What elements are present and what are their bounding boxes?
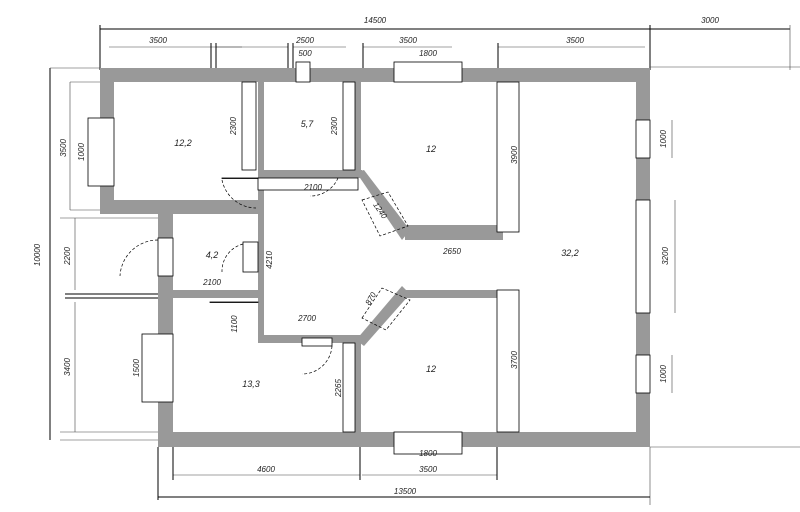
svg-text:3200: 3200 [661, 247, 670, 265]
svg-text:2300: 2300 [330, 117, 339, 136]
svg-text:1100: 1100 [230, 315, 239, 333]
svg-text:2100: 2100 [202, 278, 221, 287]
svg-text:2500: 2500 [295, 36, 314, 45]
room-storage: 4,2 [206, 250, 219, 260]
svg-text:3400: 3400 [63, 358, 72, 376]
svg-text:2265: 2265 [334, 379, 343, 398]
svg-text:4600: 4600 [257, 465, 275, 474]
svg-text:3500: 3500 [59, 139, 68, 157]
svg-text:3900: 3900 [510, 146, 519, 164]
svg-text:3700: 3700 [510, 351, 519, 369]
svg-text:14500: 14500 [364, 16, 387, 25]
room-bottom-right: 12 [426, 364, 436, 374]
svg-text:2300: 2300 [229, 117, 238, 136]
room-bottom-left: 13,3 [242, 379, 260, 389]
room-living: 32,2 [561, 248, 579, 258]
window-right-top [635, 119, 651, 159]
svg-text:1000: 1000 [659, 365, 668, 383]
room-top-small: 5,7 [301, 119, 315, 129]
window-left [87, 117, 115, 187]
svg-text:1800: 1800 [419, 49, 437, 58]
svg-text:4210: 4210 [265, 251, 274, 269]
dimension-labels: 14500 3000 3500 2500 3500 3500 500 1800 … [33, 16, 719, 496]
svg-text:870: 870 [364, 290, 379, 307]
room-top-left: 12,2 [174, 138, 192, 148]
svg-text:500: 500 [298, 49, 312, 58]
svg-text:2200: 2200 [63, 247, 72, 266]
svg-text:1000: 1000 [659, 130, 668, 148]
svg-text:3500: 3500 [566, 36, 584, 45]
svg-text:2650: 2650 [442, 247, 461, 256]
openings [87, 61, 651, 455]
svg-text:3000: 3000 [701, 16, 719, 25]
window-right-bottom [635, 354, 651, 394]
svg-text:1800: 1800 [419, 449, 437, 458]
svg-text:10000: 10000 [33, 243, 42, 266]
svg-text:3500: 3500 [149, 36, 167, 45]
room-top-right: 12 [426, 144, 436, 154]
svg-text:1500: 1500 [132, 359, 141, 377]
svg-text:2100: 2100 [303, 183, 322, 192]
svg-text:3500: 3500 [419, 465, 437, 474]
window-top [393, 61, 463, 83]
room-labels: 12,2 5,7 12 4,2 13,3 12 32,2 [174, 119, 579, 389]
window-left-lower [141, 333, 174, 403]
door-right [635, 199, 651, 314]
svg-text:3500: 3500 [399, 36, 417, 45]
svg-text:1000: 1000 [77, 143, 86, 161]
window-top-small [295, 61, 311, 83]
window-bottom [393, 431, 463, 455]
svg-text:2700: 2700 [297, 314, 316, 323]
svg-text:13500: 13500 [394, 487, 417, 496]
